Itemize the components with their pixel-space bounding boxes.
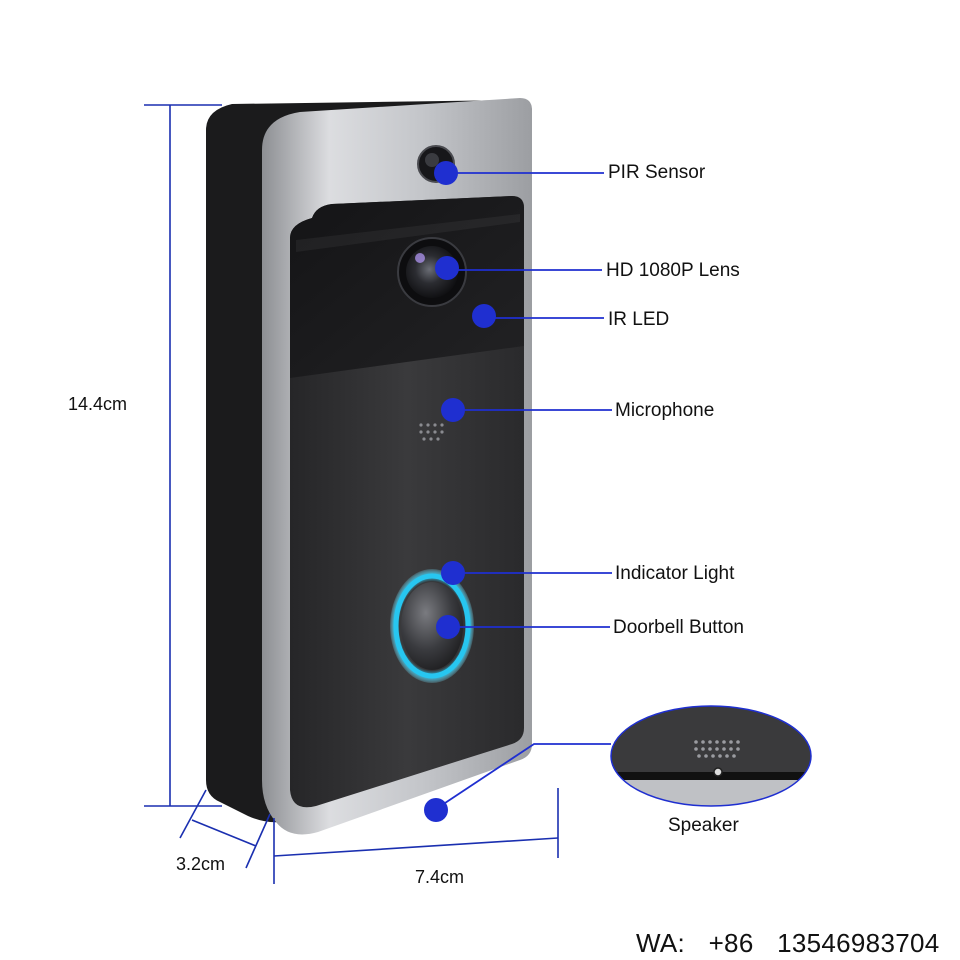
callout-dot-speaker xyxy=(424,798,448,822)
callout-dot-pir xyxy=(434,161,458,185)
callout-dots xyxy=(424,161,496,822)
contact-info: WA: +86 13546983704 xyxy=(636,928,940,959)
callout-dot-lens xyxy=(435,256,459,280)
label-ir-led: IR LED xyxy=(608,309,670,330)
label-hd-lens: HD 1080P Lens xyxy=(606,260,740,281)
dimension-depth-label: 3.2cm xyxy=(176,854,226,874)
dimension-lines xyxy=(144,104,559,884)
microphone-holes xyxy=(419,423,444,441)
glass-highlight xyxy=(296,214,520,252)
label-pir-sensor: PIR Sensor xyxy=(608,162,706,183)
label-indicator-light: Indicator Light xyxy=(615,563,735,584)
callout-dot-indicator xyxy=(441,561,465,585)
callout-lines xyxy=(435,172,612,810)
contact-number: 13546983704 xyxy=(777,928,940,958)
contact-prefix: WA: xyxy=(636,928,686,958)
doorbell-button xyxy=(401,582,463,670)
callout-dot-button xyxy=(436,615,460,639)
dimension-height-label: 14.4cm xyxy=(68,394,128,414)
callout-dot-mic xyxy=(441,398,465,422)
label-microphone: Microphone xyxy=(615,400,715,421)
doorbell-device xyxy=(206,98,532,835)
label-speaker: Speaker xyxy=(668,815,739,836)
speaker-zoom-bubble xyxy=(610,705,812,807)
callout-dot-ir xyxy=(472,304,496,328)
label-doorbell-button: Doorbell Button xyxy=(613,617,744,638)
contact-country-code: +86 xyxy=(708,928,754,958)
dimension-width-label: 7.4cm xyxy=(415,867,465,887)
